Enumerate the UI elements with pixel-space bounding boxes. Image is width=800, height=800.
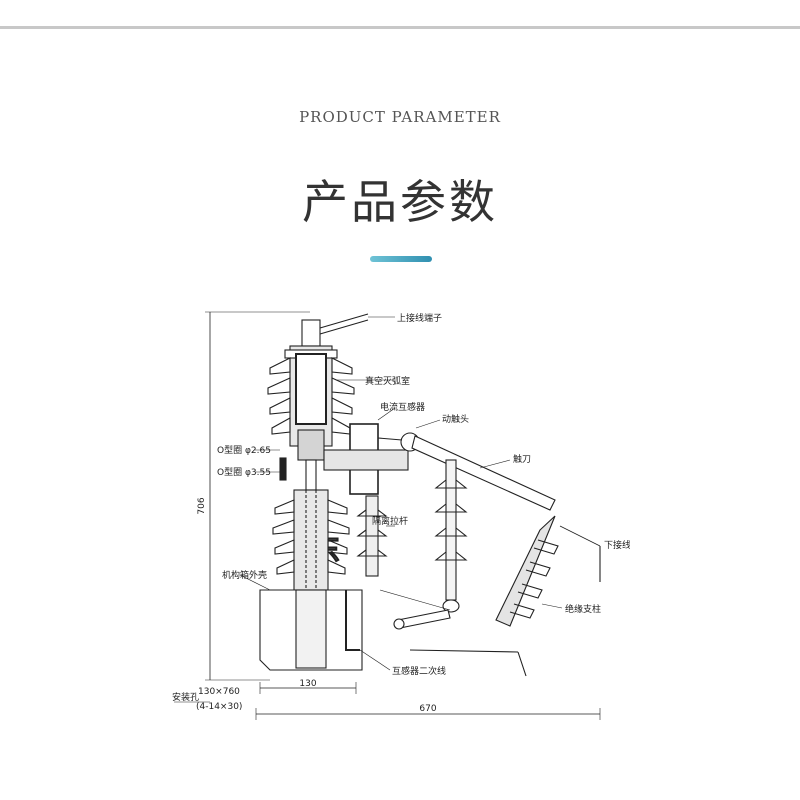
label-moving-contact: 动触头 xyxy=(442,413,469,425)
dimension-base-width: 130 xyxy=(299,679,316,689)
label-mounting-hole: 安装孔 xyxy=(172,691,199,703)
title-accent-bar xyxy=(370,256,432,262)
label-ct-secondary: 互感器二次线 xyxy=(392,665,446,677)
label-insulating-post: 绝缘支柱 xyxy=(565,603,601,615)
dimension-height: 706 xyxy=(197,497,207,514)
label-vacuum-interrupter: 真空灭弧室 xyxy=(365,375,410,387)
label-mounting-spec: 130×760 xyxy=(198,687,240,697)
dimension-overall-width: 670 xyxy=(419,704,436,714)
label-blade: 触刀 xyxy=(513,453,531,465)
label-upper-terminal: 上接线端子 xyxy=(397,312,442,324)
label-mechanism-housing: 机构箱外壳 xyxy=(222,569,267,581)
label-mounting-spec-detail: (4-14×30) xyxy=(196,702,242,712)
section-eyebrow: PRODUCT PARAMETER xyxy=(299,108,501,126)
top-divider xyxy=(0,26,800,29)
label-o-ring-2: O型圈 φ3.55 xyxy=(217,467,271,478)
label-o-ring-1: O型圈 φ2.65 xyxy=(217,445,271,456)
section-title: 产品参数 xyxy=(302,175,498,229)
product-diagram: 东 xyxy=(110,290,630,730)
label-current-transformer: 电流互感器 xyxy=(380,401,425,413)
label-isolating-rod: 隔离拉杆 xyxy=(372,515,408,527)
label-lower-terminal: 下接线端子 xyxy=(604,539,630,551)
technical-drawing: 东 xyxy=(172,311,630,720)
